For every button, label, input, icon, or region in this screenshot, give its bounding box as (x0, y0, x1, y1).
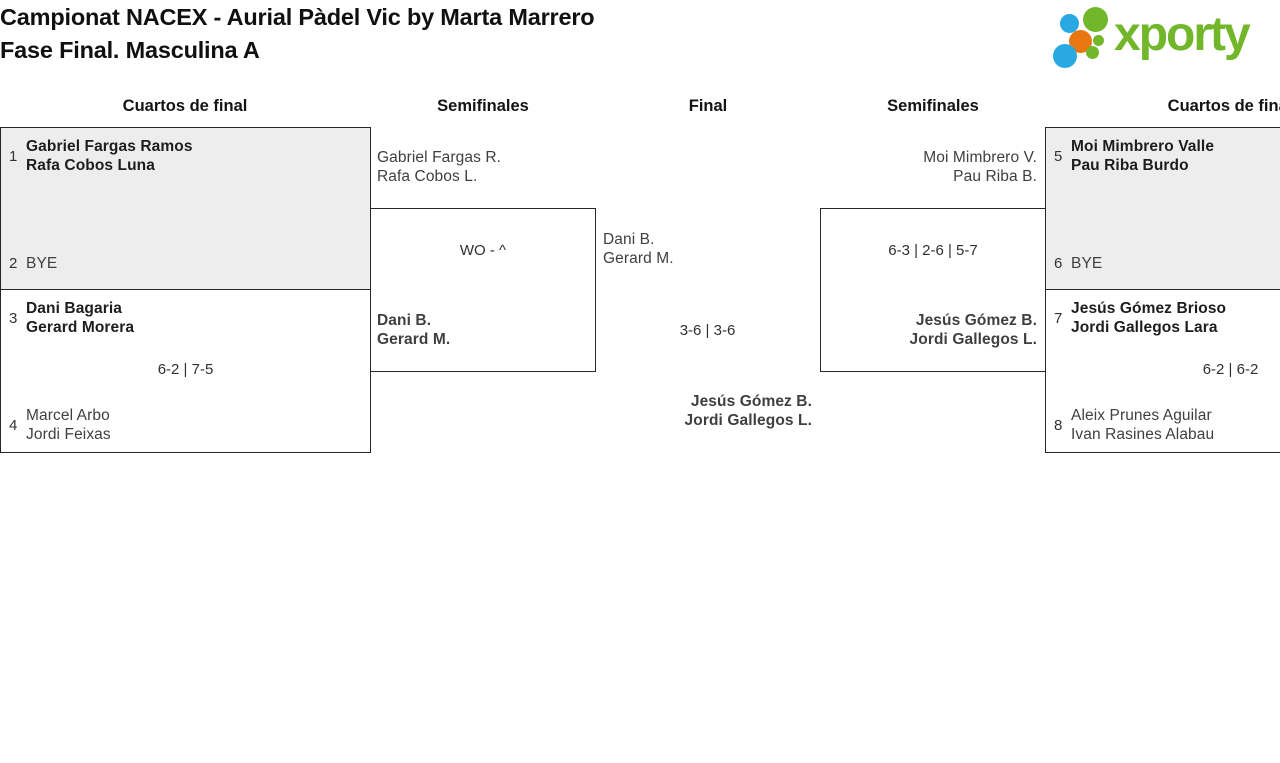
logo-dot-blue-top (1060, 14, 1079, 33)
match-score: 6-2 | 6-2 (1202, 361, 1259, 378)
seed-number: 6 (1054, 254, 1063, 272)
final-score: 3-6 | 3-6 (679, 322, 736, 339)
match-row: 4 Marcel Arbo Jordi Feixas (9, 405, 366, 445)
logo-dot-green-small-right (1093, 35, 1104, 46)
match-row: 7 Jesús Gómez Brioso Jordi Gallegos Lara (1054, 298, 1280, 338)
seed-number: 7 (1054, 309, 1063, 327)
logo-wordmark: xporty (1114, 8, 1251, 61)
match-row: 3 Dani Bagaria Gerard Morera (9, 298, 366, 338)
seed-number: 4 (9, 416, 18, 434)
team-names: Marcel Arbo Jordi Feixas (26, 407, 111, 443)
xporty-logo[interactable]: xporty (1050, 3, 1278, 73)
logo-dot-green-big (1083, 7, 1108, 32)
page-title: Campionat NACEX - Aurial Pàdel Vic by Ma… (0, 1, 595, 67)
logo-dot-green-small-bottom (1086, 46, 1099, 59)
seed-number: 2 (9, 254, 18, 272)
match-qf-right-bottom[interactable]: 7 Jesús Gómez Brioso Jordi Gallegos Lara… (1045, 289, 1280, 453)
logo-dot-blue-bottom (1053, 44, 1077, 68)
sf-left-score: WO - ^ (459, 242, 507, 259)
final-team-top: Dani B. Gerard M. (603, 231, 674, 267)
match-row: 2 BYE (9, 243, 366, 283)
round-header-final: Final (688, 97, 728, 115)
team-names: BYE (1071, 254, 1103, 272)
sf-right-team-bottom: Jesús Gómez B. Jordi Gallegos L. (909, 312, 1037, 348)
match-score: 6-2 | 7-5 (157, 361, 214, 378)
seed-number: 5 (1054, 147, 1063, 165)
match-sf-left[interactable] (370, 208, 596, 372)
round-header-qf-right: Cuartos de final (1167, 97, 1280, 115)
team-names: Jesús Gómez Brioso Jordi Gallegos Lara (1071, 300, 1227, 336)
round-header-sf-right: Semifinales (887, 97, 979, 115)
seed-number: 1 (9, 147, 18, 165)
match-row: 6 BYE (1054, 243, 1280, 283)
team-names: Dani Bagaria Gerard Morera (26, 300, 135, 336)
tournament-title: Campionat NACEX - Aurial Pàdel Vic by Ma… (0, 4, 595, 30)
logo-dot-orange (1069, 30, 1092, 53)
phase-title: Fase Final. Masculina A (0, 37, 260, 63)
team-names: Aleix Prunes Aguilar Ivan Rasines Alabau (1071, 407, 1215, 443)
match-qf-right-top[interactable]: 5 Moi Mimbrero Valle Pau Riba Burdo 6 BY… (1045, 127, 1280, 290)
final-team-bottom: Jesús Gómez B. Jordi Gallegos L. (684, 393, 812, 429)
match-row: 1 Gabriel Fargas Ramos Rafa Cobos Luna (9, 136, 366, 176)
match-row: 5 Moi Mimbrero Valle Pau Riba Burdo (1054, 136, 1280, 176)
round-header-qf-left: Cuartos de final (122, 97, 248, 115)
sf-left-team-top: Gabriel Fargas R. Rafa Cobos L. (377, 149, 502, 185)
match-qf-left-bottom[interactable]: 3 Dani Bagaria Gerard Morera 6-2 | 7-5 4… (0, 289, 371, 453)
sf-right-score: 6-3 | 2-6 | 5-7 (888, 242, 978, 259)
team-names: BYE (26, 254, 58, 272)
round-header-sf-left: Semifinales (437, 97, 529, 115)
match-row: 8 Aleix Prunes Aguilar Ivan Rasines Alab… (1054, 405, 1280, 445)
sf-left-team-bottom: Dani B. Gerard M. (377, 312, 451, 348)
match-qf-left-top[interactable]: 1 Gabriel Fargas Ramos Rafa Cobos Luna 2… (0, 127, 371, 290)
seed-number: 8 (1054, 416, 1063, 434)
sf-right-team-top: Moi Mimbrero V. Pau Riba B. (923, 149, 1037, 185)
team-names: Moi Mimbrero Valle Pau Riba Burdo (1071, 138, 1215, 174)
seed-number: 3 (9, 309, 18, 327)
team-names: Gabriel Fargas Ramos Rafa Cobos Luna (26, 138, 193, 174)
